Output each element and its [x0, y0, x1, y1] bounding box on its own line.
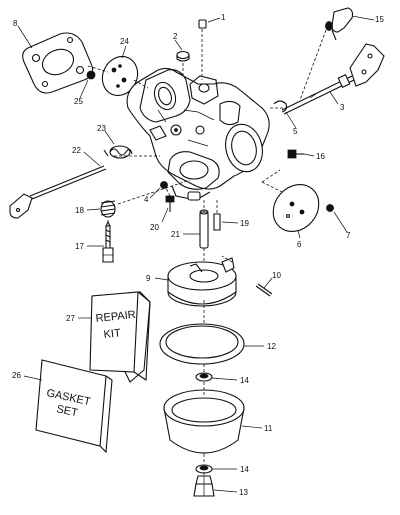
part-15-choke-lever: [325, 7, 354, 41]
callout-21: 21: [171, 230, 180, 239]
part-5-clip: [270, 100, 288, 113]
part-24-plate: [101, 55, 139, 97]
part-8-flange-gasket: [22, 32, 94, 94]
callout-1: 1: [221, 13, 226, 22]
callout-13: 13: [239, 488, 248, 497]
callout-20: 20: [150, 223, 159, 232]
callout-2: 2: [173, 32, 178, 41]
part-1-plug: [198, 19, 207, 80]
callout-22: 22: [72, 146, 81, 155]
part-27-repair-kit: REPAIR KIT: [89, 291, 151, 383]
callout-7: 7: [346, 231, 351, 240]
callout-16: 16: [316, 152, 325, 161]
part-26-gasket-set: GASKET SET: [35, 359, 113, 454]
part-12-bowl-gasket: [159, 323, 245, 365]
gasket-set-line2: SET: [55, 403, 79, 419]
callout-24: 24: [120, 37, 129, 46]
part-21-pin: [199, 200, 209, 262]
part-14-upper-washer: [195, 364, 213, 382]
carburetor-body: [126, 67, 270, 201]
part-6-throttle-plate: [272, 184, 320, 232]
part-17-needle-screw: [102, 220, 114, 263]
callout-10: 10: [272, 271, 281, 280]
callout-5: 5: [293, 127, 298, 136]
callout-23: 23: [97, 124, 106, 133]
repair-kit-line2: KIT: [103, 327, 122, 341]
callout-17: 17: [75, 242, 84, 251]
part-9-float: [167, 257, 237, 307]
callout-26: 26: [12, 371, 21, 380]
callout-6: 6: [297, 240, 302, 249]
part-25-screw: [86, 70, 96, 80]
part-19-pin: [213, 200, 221, 231]
part-23-spring: [103, 145, 133, 159]
part-13-bowl-nut: [193, 472, 215, 497]
callout-9: 9: [146, 274, 151, 283]
leader-lines: [17, 15, 375, 493]
callout-11: 11: [264, 424, 273, 433]
part-10-pin: [255, 283, 273, 297]
callout-19: 19: [240, 219, 249, 228]
callout-3: 3: [340, 103, 345, 112]
callout-12: 12: [267, 342, 276, 351]
callout-14-lower: 14: [240, 465, 249, 474]
part-14-lower-washer: [195, 454, 213, 474]
part-3-throttle-shaft: [281, 43, 385, 115]
part-22-choke-shaft: [9, 165, 107, 219]
part-2-cap: [176, 50, 190, 78]
part-16-screw: [287, 149, 304, 159]
part-11-float-bowl: [163, 382, 245, 454]
repair-kit-line1: REPAIR: [95, 309, 136, 325]
part-4-screw: [160, 181, 168, 189]
callout-8: 8: [13, 19, 18, 28]
callout-4: 4: [144, 195, 149, 204]
part-7-screw: [326, 204, 334, 212]
callout-25: 25: [74, 97, 83, 106]
callout-numbers: 1 2 3 4 5 6 7 8 9 10 11 12 13 14 14 15 1…: [12, 13, 384, 497]
assembly-lines: [87, 29, 327, 324]
callout-15: 15: [375, 15, 384, 24]
callout-18: 18: [75, 206, 84, 215]
part-18-spring: [100, 200, 116, 218]
callout-27: 27: [66, 314, 75, 323]
callout-14-upper: 14: [240, 376, 249, 385]
